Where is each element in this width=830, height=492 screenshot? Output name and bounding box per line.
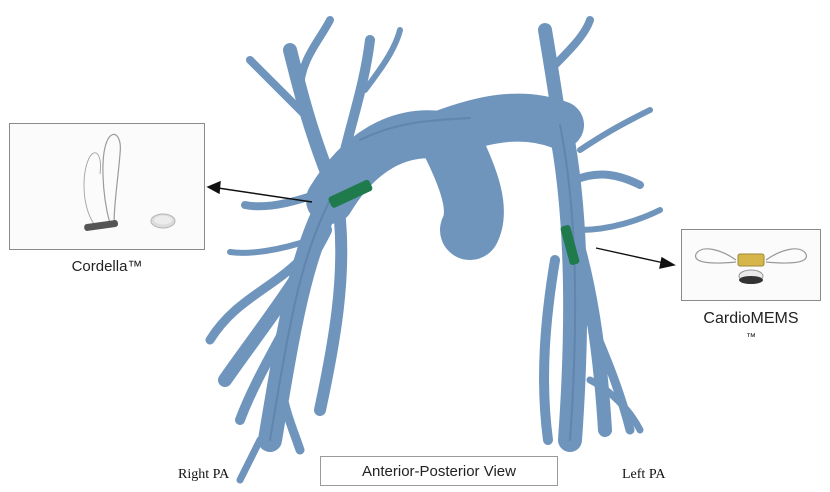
cordella-arrowhead — [208, 182, 220, 193]
cordella-device-image — [10, 124, 204, 249]
cardiomems-device-image — [682, 230, 820, 300]
right-pa-branches — [210, 20, 400, 480]
cardiomems-caption: CardioMEMS — [681, 310, 821, 328]
cardiomems-arrow — [596, 248, 664, 263]
pulmonary-valve-bulb — [450, 140, 474, 230]
right-pa-label: Right PA — [178, 467, 229, 483]
cardiomems-device-inset — [681, 229, 821, 301]
cardiomems-arrowhead — [660, 258, 674, 268]
cardiomems-tm-mark: ™ — [681, 332, 821, 343]
view-label-text: Anterior-Posterior View — [362, 463, 516, 480]
cordella-device-inset — [9, 123, 205, 250]
anterior-posterior-view-label: Anterior-Posterior View — [320, 456, 558, 486]
left-pa-label: Left PA — [622, 467, 665, 483]
cordella-caption: Cordella™ — [9, 258, 205, 275]
cordella-arrow — [218, 188, 312, 202]
